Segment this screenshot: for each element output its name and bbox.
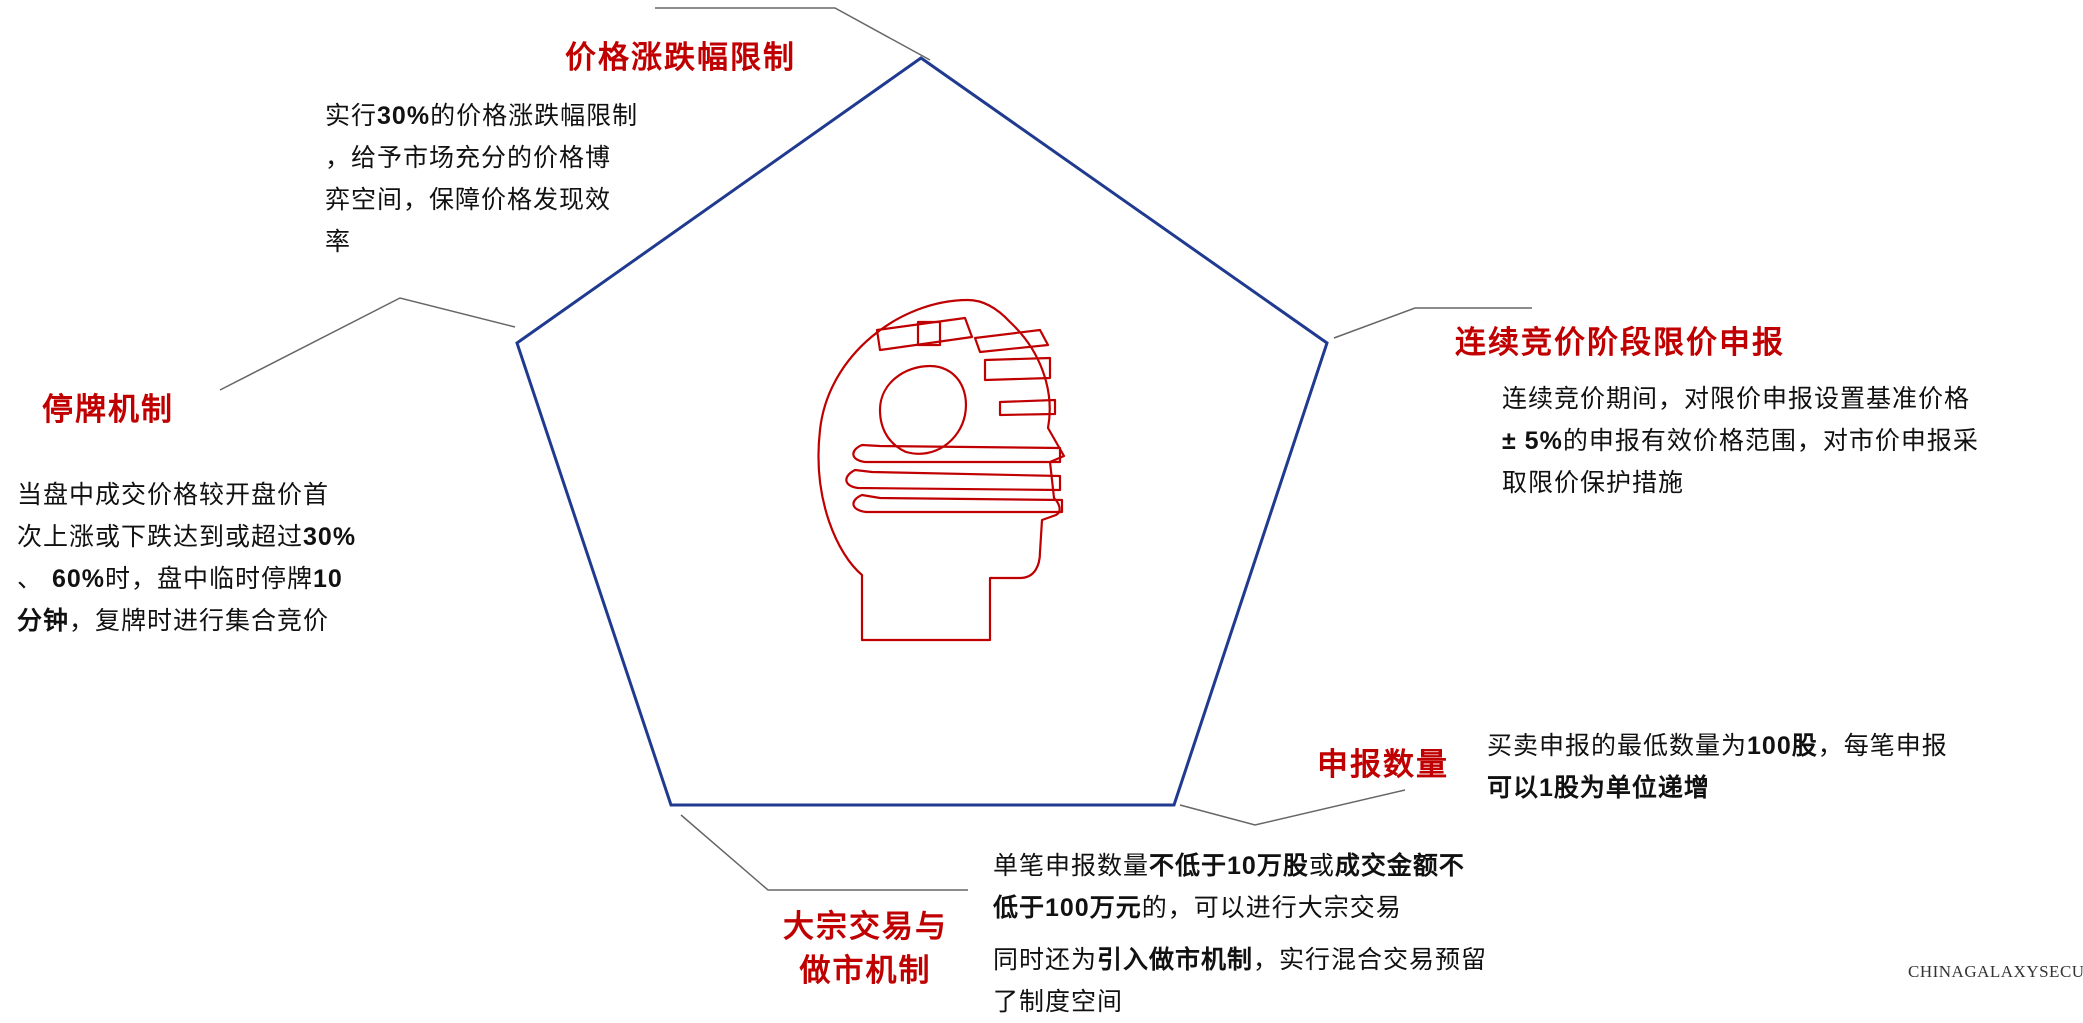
desc-line: 弈空间，保障价格发现效 xyxy=(325,179,638,221)
desc-line: 分钟，复牌时进行集合竞价 xyxy=(17,600,356,642)
suspension-title: 停牌机制 xyxy=(42,392,174,428)
desc-text: ，给予市场充分的价格博 xyxy=(325,143,612,172)
desc-text: ，每笔申报 xyxy=(1817,731,1948,760)
desc-bold-text: 低于100万元 xyxy=(993,894,1142,922)
desc-text: 或 xyxy=(1308,851,1335,880)
desc-bold-text: 不低于10万股 xyxy=(1149,852,1309,880)
desc-text: 当盘中成交价格较开盘价首 xyxy=(17,480,330,509)
declaration-qty-title: 申报数量 xyxy=(1317,747,1449,783)
desc-text: 次上涨或下跌达到或超过 xyxy=(17,522,304,551)
desc-text: 同时还为 xyxy=(993,945,1098,974)
desc-text: 买卖申报的最低数量为 xyxy=(1487,731,1748,760)
desc-bold-text: 30% xyxy=(303,523,357,551)
desc-text: 弈空间，保障价格发现效 xyxy=(325,185,612,214)
desc-line: 取限价保护措施 xyxy=(1502,462,1979,504)
desc-text: ，复牌时进行集合竞价 xyxy=(69,606,330,635)
desc-text: 时，盘中临时停牌 xyxy=(105,564,314,593)
desc-line: 实行30%的价格涨跌幅限制 xyxy=(325,95,638,137)
desc-text: 率 xyxy=(325,227,352,256)
price-limit-desc: 实行30%的价格涨跌幅限制 ，给予市场充分的价格博弈空间，保障价格发现效率 xyxy=(325,95,638,263)
desc-text: 连续竞价期间，对限价申报设置基准价格 xyxy=(1502,384,1971,413)
desc-text: 实行 xyxy=(325,101,378,130)
desc-text: 的，可以进行大宗交易 xyxy=(1141,893,1402,922)
desc-line: 率 xyxy=(325,221,638,263)
desc-bold-text: 60% xyxy=(51,565,105,593)
declaration-qty-desc: 买卖申报的最低数量为100股，每笔申报可以1股为单位递增 xyxy=(1487,725,1948,809)
block-trade-desc-2: 同时还为引入做市机制，实行混合交易预留了制度空间 xyxy=(993,939,1487,1023)
desc-bold-text: 分钟 xyxy=(17,607,70,635)
connector-continuous xyxy=(1333,307,1532,339)
desc-text: 取限价保护措施 xyxy=(1502,468,1685,497)
desc-line: 连续竞价期间，对限价申报设置基准价格 xyxy=(1502,378,1979,420)
desc-bold-text: 100股 xyxy=(1747,732,1818,760)
continuous-auction-title: 连续竞价阶段限价申报 xyxy=(1455,325,1785,361)
desc-line: 当盘中成交价格较开盘价首 xyxy=(17,474,356,516)
suspension-desc: 当盘中成交价格较开盘价首次上涨或下跌达到或超过30%、 60%时，盘中临时停牌1… xyxy=(17,474,356,642)
watermark: CHINAGALAXYSECU xyxy=(1908,962,2083,981)
desc-text: 、 xyxy=(17,564,52,593)
block-trade-desc-1: 单笔申报数量不低于10万股或成交金额不低于100万元的，可以进行大宗交易 xyxy=(993,845,1465,929)
head-with-gears-icon xyxy=(817,298,1066,642)
desc-line: 买卖申报的最低数量为100股，每笔申报 xyxy=(1487,725,1948,767)
desc-line: 、 60%时，盘中临时停牌10 xyxy=(17,558,356,600)
connector-price-limit xyxy=(655,7,931,61)
desc-text: 的申报有效价格范围，对市价申报采 xyxy=(1562,426,1979,455)
block-trade-title: 大宗交易与 做市机制 xyxy=(783,905,948,993)
desc-line: ± 5%的申报有效价格范围，对市价申报采 xyxy=(1502,420,1979,462)
desc-bold-text: 成交金额不 xyxy=(1334,852,1465,880)
desc-bold-text: 引入做市机制 xyxy=(1097,946,1254,974)
desc-text: ，实行混合交易预留 xyxy=(1253,945,1488,974)
desc-line: 可以1股为单位递增 xyxy=(1487,767,1948,809)
desc-bold-text: 30% xyxy=(377,102,431,130)
pentagon-frame xyxy=(515,56,1329,807)
desc-line: 单笔申报数量不低于10万股或成交金额不 xyxy=(993,845,1465,887)
desc-line: ，给予市场充分的价格博 xyxy=(325,137,638,179)
desc-bold-text: 可以1股为单位递增 xyxy=(1487,774,1710,802)
desc-line: 次上涨或下跌达到或超过30% xyxy=(17,516,356,558)
desc-line: 低于100万元的，可以进行大宗交易 xyxy=(993,887,1465,929)
block-trade-title-line-2: 做市机制 xyxy=(799,953,932,989)
desc-text: 单笔申报数量 xyxy=(993,851,1150,880)
connector-block-trade xyxy=(680,814,968,891)
desc-bold-text: ± 5% xyxy=(1502,427,1563,455)
block-trade-title-line-1: 大宗交易与 xyxy=(783,909,948,945)
connector-suspension xyxy=(219,297,516,391)
desc-text: 的价格涨跌幅限制 xyxy=(430,101,639,130)
continuous-auction-desc: 连续竞价期间，对限价申报设置基准价格 ± 5%的申报有效价格范围，对市价申报采取限… xyxy=(1502,378,1979,504)
desc-text: 了制度空间 xyxy=(993,987,1124,1016)
desc-line: 同时还为引入做市机制，实行混合交易预留 xyxy=(993,939,1487,981)
price-limit-title: 价格涨跌幅限制 xyxy=(565,40,796,76)
desc-bold-text: 10 xyxy=(313,565,343,593)
desc-line: 了制度空间 xyxy=(993,981,1487,1023)
connector-declaration xyxy=(1179,789,1406,826)
